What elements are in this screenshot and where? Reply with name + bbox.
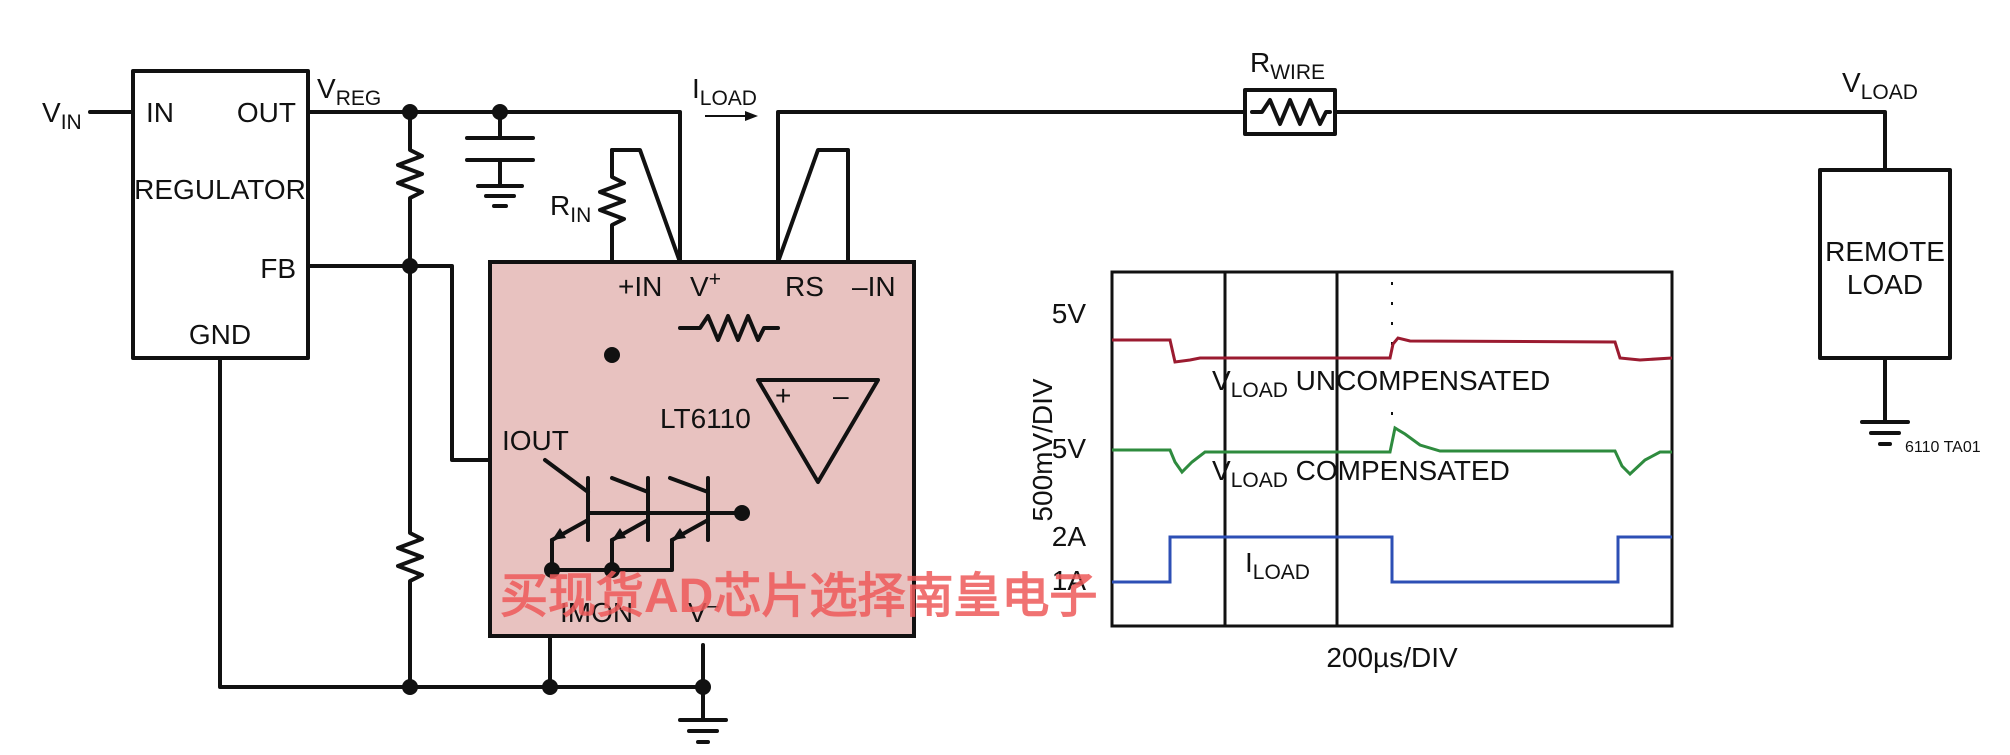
scope-y-axis-label: 500mV/DIV (1027, 378, 1058, 521)
level-5v-mid: 5V (1052, 433, 1087, 464)
watermark: 买现货AD芯片选择南皇电子 (500, 570, 1097, 623)
figure-code: 6110 TA01 (1905, 439, 1981, 456)
svg-text:RWIRE: RWIRE (1250, 47, 1325, 84)
ic-pin-rs: RS (785, 271, 824, 302)
regulator-gnd-pin: GND (189, 319, 251, 350)
vreg-label: VREG (317, 73, 381, 110)
oscilloscope-plot: 5V 5V 2A 1A VLOAD UNCOMPENSATED VLOAD CO… (1027, 270, 1674, 673)
ic-pin-plus-in: +IN (618, 271, 662, 302)
level-2a: 2A (1052, 521, 1087, 552)
ground-icon (678, 718, 728, 744)
svg-text:ILOAD: ILOAD (692, 73, 757, 110)
output-capacitor (465, 136, 535, 208)
regulator-out-pin: OUT (237, 97, 296, 128)
sense-resistor (678, 314, 780, 342)
svg-text:VIN: VIN (42, 97, 82, 134)
trace3-label: ILOAD (1245, 547, 1310, 584)
svg-text:VLOAD: VLOAD (1842, 67, 1918, 104)
regulator-in-pin: IN (146, 97, 174, 128)
regulator-fb-pin: FB (260, 253, 296, 284)
rin-label: RIN (550, 190, 591, 227)
svg-text:RIN: RIN (550, 190, 591, 227)
ic-pin-minus-in: –IN (852, 271, 896, 302)
trace2-label: VLOAD COMPENSATED (1212, 455, 1510, 492)
junction-dots (402, 104, 750, 695)
trace1-label: VLOAD UNCOMPENSATED (1212, 365, 1550, 402)
trace-load-current (1112, 535, 1672, 584)
ic-pin-vminus: V– (688, 594, 719, 628)
iload-label: ILOAD (692, 73, 757, 110)
divider-resistor-top (396, 143, 424, 202)
regulator-name: REGULATOR (134, 174, 306, 205)
ic-pin-iout: IOUT (502, 425, 569, 456)
divider-resistor-bottom (396, 526, 424, 585)
ground-icon (1860, 410, 1910, 446)
rin-resistor (598, 170, 626, 234)
scope-x-axis-label: 200µs/DIV (1326, 642, 1458, 673)
trace-uncompensated (1112, 336, 1673, 364)
rwire-label: RWIRE (1250, 47, 1325, 84)
level-1a: 1A (1052, 565, 1087, 596)
svg-text:VREG: VREG (317, 73, 381, 110)
svg-text:–: – (833, 380, 849, 411)
svg-text:+: + (775, 380, 791, 411)
iload-arrow-icon (705, 111, 758, 121)
level-5v-top: 5V (1052, 298, 1087, 329)
regulator-block: IN OUT REGULATOR FB GND (131, 69, 310, 360)
ic-pin-vplus: V+ (690, 268, 721, 302)
ic-pin-imon: IMON (560, 597, 633, 628)
vload-label: VLOAD (1842, 67, 1918, 104)
transistor-array (543, 458, 744, 572)
trace-compensated (1112, 425, 1672, 477)
op-amp: + – (756, 378, 880, 484)
rwire-resistor (1243, 88, 1337, 136)
remote-load-block: REMOTE LOAD (1818, 168, 1952, 360)
svg-text:REMOTE: REMOTE (1825, 236, 1945, 267)
vin-label: VIN (42, 97, 82, 134)
svg-text:LOAD: LOAD (1847, 269, 1923, 300)
ic-name: LT6110 (660, 403, 751, 434)
